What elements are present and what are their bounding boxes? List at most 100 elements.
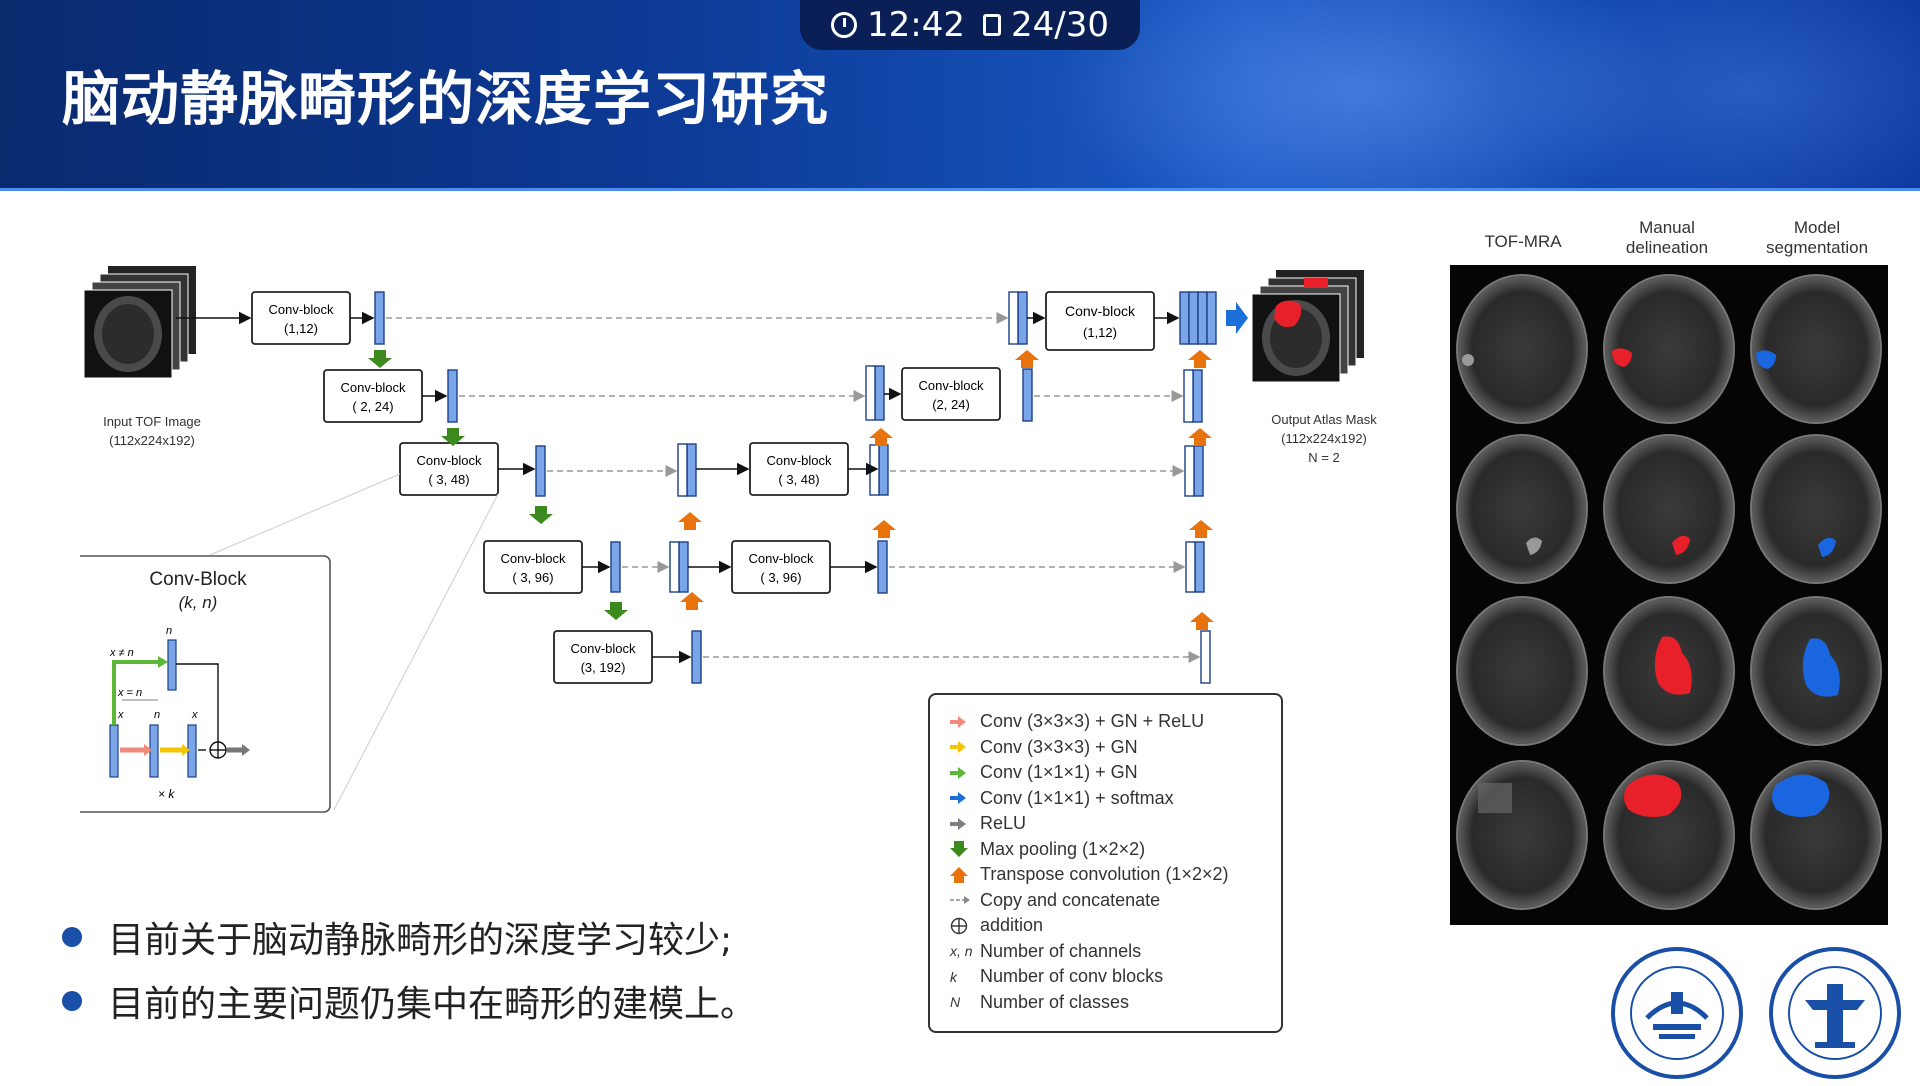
svg-text:( 3, 48): ( 3, 48) (428, 472, 469, 487)
conv-arrows (350, 311, 1180, 664)
conv-block-6: Conv-block ( 3, 96) (731, 540, 831, 594)
unet-diagram: Input TOF Image (112x224x192) Conv-block… (80, 266, 1377, 813)
column-header-tof: TOF-MRA (1484, 232, 1562, 251)
legend-item: x, n Number of channels (950, 940, 1142, 961)
model-lesion (1756, 350, 1776, 369)
hospital-logo (1607, 946, 1747, 1086)
conv-block-8: Conv-block (2, 24) (901, 367, 1001, 421)
bullet-dot-icon (62, 927, 82, 947)
svg-text:Conv-block: Conv-block (340, 380, 406, 395)
mri-slices (1456, 274, 1882, 910)
green-arrow-icon (950, 766, 980, 779)
skip-arrows (386, 312, 1201, 663)
svg-text:n: n (154, 709, 160, 721)
up-arrow-icon (950, 866, 980, 883)
clock-icon (831, 12, 858, 38)
bullet-item: 目前的主要问题仍集中在畸形的建模上。 (62, 969, 756, 1033)
slide-title: 脑动静脉畸形的深度学习研究 (62, 65, 830, 133)
mri-image-grid (1450, 265, 1888, 925)
maxpool-arrows (368, 350, 628, 620)
svg-text:x: x (117, 709, 124, 721)
mri-row-3 (1456, 596, 1882, 746)
gray-arrow-icon (950, 817, 980, 830)
legend-panel: Conv (3×3×3) + GN + ReLU Conv (3×3×3) + … (928, 693, 1283, 1033)
svg-text:x ≠ n: x ≠ n (109, 647, 134, 659)
column-header-model: Model segmentation (1765, 218, 1869, 257)
svg-text:Conv-block: Conv-block (500, 551, 566, 566)
circle-plus-icon (950, 917, 980, 935)
bullet-list: 目前关于脑动静脉畸形的深度学习较少; 目前的主要问题仍集中在畸形的建模上。 (62, 905, 756, 1033)
legend-item: addition (950, 913, 1281, 939)
svg-text:Conv-block: Conv-block (570, 641, 636, 656)
header-divider (0, 188, 1920, 191)
header-glow (1500, 0, 1920, 188)
svg-text:(3, 192): (3, 192) (581, 660, 626, 675)
time-readout: 12:42 (867, 5, 965, 45)
transpose-arrows (678, 350, 1214, 630)
svg-text:n: n (166, 625, 172, 637)
legend-item: ReLU (950, 811, 1281, 837)
legend-item: Max pooling (1×2×2) (950, 837, 1281, 863)
svg-text:Conv-block: Conv-block (766, 453, 832, 468)
blue-arrow-icon (950, 792, 980, 805)
output-classes: N = 2 (1308, 450, 1339, 465)
svg-text:( 3, 96): ( 3, 96) (760, 570, 801, 585)
svg-text:(1,12): (1,12) (1083, 325, 1117, 340)
svg-text:(2, 24): (2, 24) (932, 397, 970, 412)
conv-block-5: Conv-block (3, 192) (553, 630, 653, 684)
svg-text:(k, n): (k, n) (179, 593, 218, 612)
conv-block-4: Conv-block ( 3, 96) (483, 540, 583, 594)
legend-item: k Number of conv blocks (950, 966, 1164, 987)
input-label: Input TOF Image (103, 414, 201, 429)
conv-block-9: Conv-block (1,12) (1045, 291, 1155, 351)
svg-text:Conv-Block: Conv-Block (149, 569, 247, 590)
channels-symbol: x, n (950, 943, 973, 960)
legend-item: Conv (1×1×1) + softmax (950, 786, 1281, 812)
svg-text:Conv-block: Conv-block (268, 302, 334, 317)
legend-item: Conv (3×3×3) + GN (950, 735, 1281, 761)
bullet-dot-icon (62, 991, 82, 1011)
legend-item: N Number of classes (950, 991, 1130, 1012)
mri-row-2 (1456, 434, 1882, 584)
svg-text:Conv-block: Conv-block (416, 453, 482, 468)
conv-block-1: Conv-block (1,12) (251, 291, 351, 345)
column-header-manual: Manual delineation (1625, 218, 1709, 257)
university-logo (1765, 946, 1905, 1086)
output-label: Output Atlas Mask (1271, 412, 1377, 427)
output-size: (112x224x192) (1281, 431, 1367, 446)
legend-item: Copy and concatenate (950, 888, 1281, 914)
input-size: (112x224x192) (109, 433, 195, 448)
svg-text:x: x (191, 709, 198, 721)
svg-text:( 2, 24): ( 2, 24) (352, 399, 393, 414)
page-counter: 24/30 (1011, 5, 1109, 45)
mri-row-4 (1456, 760, 1882, 910)
legend-item: Transpose convolution (1×2×2) (950, 862, 1281, 888)
conv-block-3: Conv-block ( 3, 48) (399, 442, 499, 496)
legend-item: Conv (3×3×3) + GN + ReLU (950, 709, 1281, 735)
manual-lesion (1612, 348, 1632, 367)
conv-block-7: Conv-block ( 3, 48) (749, 442, 849, 496)
svg-text:( 3, 48): ( 3, 48) (778, 472, 819, 487)
page-icon (983, 14, 1001, 36)
salmon-arrow-icon (950, 715, 980, 728)
svg-text:(1,12): (1,12) (284, 321, 318, 336)
conv-block-2: Conv-block ( 2, 24) (323, 369, 423, 423)
svg-text:( 3, 96): ( 3, 96) (512, 570, 553, 585)
legend-item: Conv (1×1×1) + GN (950, 760, 1281, 786)
down-arrow-icon (950, 841, 980, 858)
skip-feature-maps (669, 291, 1211, 684)
blocks-symbol: k (950, 968, 957, 985)
classes-symbol: N (950, 994, 961, 1011)
header-glow (1050, 0, 1670, 188)
conv-block-inset: Conv-Block (k, n) x ≠ n x = n n x n x × … (80, 555, 331, 813)
svg-text:× k: × k (158, 787, 175, 801)
svg-text:Conv-block: Conv-block (918, 378, 984, 393)
dashed-arrow-icon (950, 895, 980, 905)
input-image-stack (83, 266, 196, 379)
svg-text:x = n: x = n (117, 687, 142, 699)
yellow-arrow-icon (950, 741, 980, 754)
presentation-statusbar: 12:42 24/30 (800, 0, 1140, 50)
mri-row-1 (1456, 274, 1882, 424)
output-mask-stack (1251, 270, 1364, 383)
bullet-item: 目前关于脑动静脉畸形的深度学习较少; (62, 905, 756, 969)
